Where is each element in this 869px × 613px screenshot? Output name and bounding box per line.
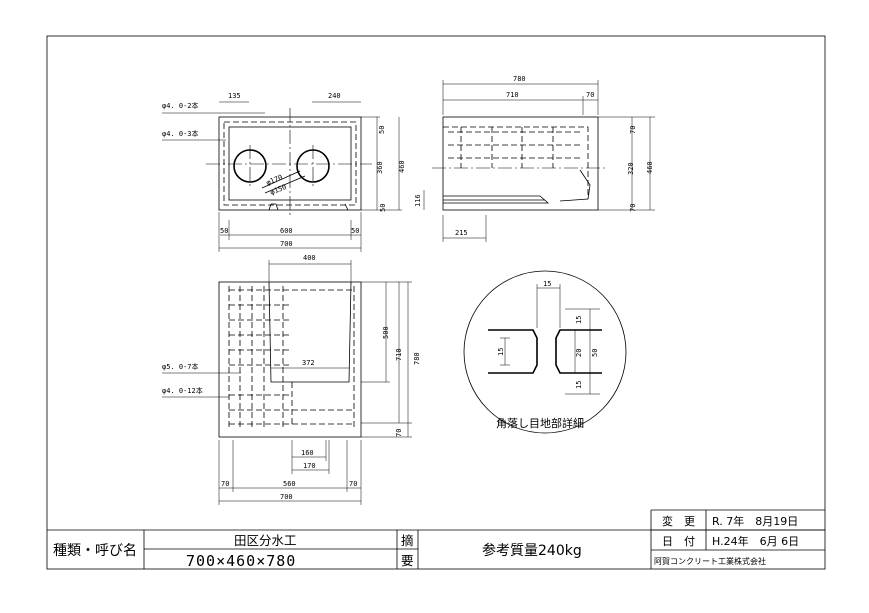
rebar-label-front-2: φ4. 0-12本 bbox=[162, 386, 203, 395]
dim-700-top: 700 bbox=[280, 240, 293, 248]
dim-460-top: 460 bbox=[398, 160, 406, 173]
top-view: 135 240 50 360 460 50 116 50 600 50 700 … bbox=[162, 92, 425, 252]
dim-710-front: 710 bbox=[395, 348, 403, 361]
dim-560: 560 bbox=[283, 480, 296, 488]
product-size: 700×460×780 bbox=[186, 552, 296, 570]
title-block: 種類・呼び名 田区分水工 700×460×780 摘 要 参考質量240kg 変… bbox=[47, 509, 825, 570]
dim-70-front-right: 70 bbox=[349, 480, 357, 488]
detail-dim-15-upper: 15 bbox=[575, 316, 583, 324]
dim-780-side: 780 bbox=[513, 75, 526, 83]
dim-70-front: 70 bbox=[395, 429, 403, 437]
product-name: 田区分水工 bbox=[234, 533, 297, 548]
front-view: 400 500 710 780 70 372 160 170 70 560 70… bbox=[162, 254, 421, 505]
dim-400: 400 bbox=[303, 254, 316, 262]
dim-500: 500 bbox=[382, 326, 390, 339]
dim-116: 116 bbox=[414, 194, 422, 207]
dim-70-front-left: 70 bbox=[221, 480, 229, 488]
dim-70-side-top: 70 bbox=[586, 91, 594, 99]
sheet-border bbox=[46, 35, 826, 570]
dim-50-right: 50 bbox=[351, 227, 359, 235]
side-view: 780 710 70 70 320 70 460 215 bbox=[432, 75, 655, 242]
change-label: 変 更 bbox=[662, 514, 695, 528]
rebar-label-top-2: φ4. 0-3本 bbox=[162, 129, 199, 138]
dim-70-side-a: 70 bbox=[629, 126, 637, 134]
dim-360: 360 bbox=[376, 161, 384, 174]
dim-710-side: 710 bbox=[506, 91, 519, 99]
rebar-label-top-1: φ4. 0-2本 bbox=[162, 101, 199, 110]
dim-600: 600 bbox=[280, 227, 293, 235]
dim-240: 240 bbox=[328, 92, 341, 100]
reference-weight: 参考質量240kg bbox=[482, 542, 582, 559]
detail-dim-20: 20 bbox=[575, 349, 583, 357]
dim-780-front: 780 bbox=[413, 352, 421, 365]
company-name: 阿賀コンクリート工業株式会社 bbox=[654, 556, 766, 566]
detail-dim-50: 50 bbox=[591, 349, 599, 357]
detail-dim-15-top: 15 bbox=[543, 280, 551, 288]
joint-detail: 15 15 15 20 50 15 角落し目地部詳細 bbox=[463, 270, 627, 434]
dim-170: 170 bbox=[303, 462, 316, 470]
dim-700-front: 700 bbox=[280, 493, 293, 501]
type-label: 種類・呼び名 bbox=[53, 543, 137, 559]
dim-372: 372 bbox=[302, 359, 315, 367]
rebar-label-front-1: φ5. 0-7本 bbox=[162, 362, 199, 371]
issue-date: H.24年 6月 6日 bbox=[712, 534, 799, 548]
dim-50-left: 50 bbox=[220, 227, 228, 235]
dim-50-top: 50 bbox=[378, 126, 386, 134]
dim-70-side-b: 70 bbox=[629, 204, 637, 212]
detail-dim-15-left: 15 bbox=[497, 348, 505, 356]
detail-caption: 角落し目地部詳細 bbox=[496, 416, 584, 430]
change-date: R. 7年 8月19日 bbox=[712, 514, 798, 528]
dim-135: 135 bbox=[228, 92, 241, 100]
detail-dim-15-lower: 15 bbox=[575, 381, 583, 389]
dim-215: 215 bbox=[455, 229, 468, 237]
dim-160: 160 bbox=[301, 449, 314, 457]
dim-460-side: 460 bbox=[646, 161, 654, 174]
summary-label-2: 要 bbox=[401, 553, 414, 568]
summary-label-1: 摘 bbox=[401, 533, 414, 548]
date-label: 日 付 bbox=[662, 535, 695, 548]
dim-320: 320 bbox=[627, 162, 635, 175]
dim-50-bottom: 50 bbox=[379, 204, 387, 212]
